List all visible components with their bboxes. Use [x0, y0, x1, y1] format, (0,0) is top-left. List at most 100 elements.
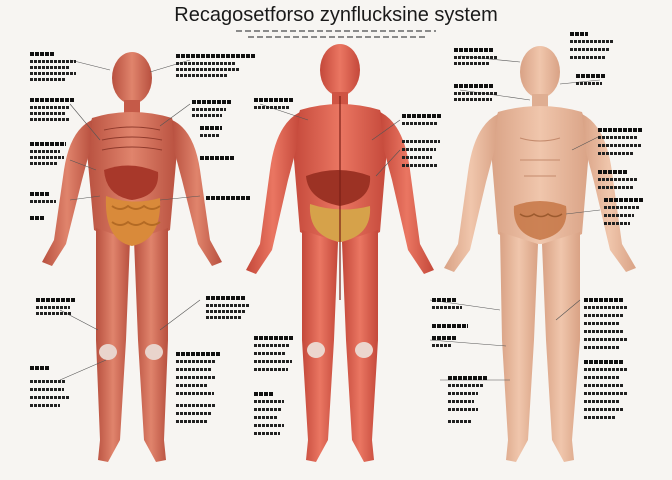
label [176, 368, 212, 371]
label [206, 196, 250, 200]
label [200, 156, 234, 160]
label [576, 74, 606, 78]
label [30, 72, 76, 75]
label [454, 98, 492, 101]
label [432, 344, 452, 347]
label [598, 186, 634, 189]
label [36, 312, 72, 315]
label [200, 134, 220, 137]
label [584, 322, 620, 325]
label [206, 316, 242, 319]
label [30, 112, 66, 115]
label [176, 412, 212, 415]
label [254, 432, 280, 435]
label [254, 368, 288, 371]
label [604, 222, 630, 225]
label [432, 298, 456, 302]
label [30, 162, 58, 165]
label [584, 400, 620, 403]
label [36, 298, 76, 302]
label [176, 404, 216, 407]
label [254, 106, 290, 109]
label [432, 306, 462, 309]
label [30, 78, 66, 81]
label [254, 400, 284, 403]
label [176, 352, 220, 356]
label [604, 198, 644, 202]
label [570, 32, 588, 36]
label [454, 56, 498, 59]
label [30, 98, 74, 102]
label [598, 152, 634, 155]
label [402, 114, 442, 118]
figure-left-muscular [42, 52, 222, 462]
label [254, 344, 290, 347]
label [176, 54, 256, 58]
label [454, 84, 494, 88]
label [448, 400, 474, 403]
label [448, 376, 488, 380]
label [254, 336, 294, 340]
label [176, 384, 208, 387]
label [30, 142, 66, 146]
label [254, 98, 294, 102]
label [30, 396, 70, 399]
label [448, 408, 478, 411]
label [584, 306, 628, 309]
label [454, 48, 494, 52]
label [584, 330, 624, 333]
label [576, 82, 602, 85]
label [30, 106, 70, 109]
label [30, 380, 66, 383]
label [570, 56, 606, 59]
label [176, 74, 228, 77]
label [30, 192, 50, 196]
label [176, 376, 216, 379]
label [584, 298, 624, 302]
label [254, 360, 292, 363]
label [176, 68, 240, 71]
label [206, 310, 246, 313]
label [254, 352, 286, 355]
figure-center-red [246, 44, 434, 462]
label [254, 408, 282, 411]
label [604, 214, 634, 217]
label [176, 420, 208, 423]
label [402, 148, 436, 151]
figure-right-skin [444, 46, 636, 462]
label [584, 360, 624, 364]
label [584, 408, 624, 411]
label [584, 392, 628, 395]
label [454, 62, 490, 65]
label [448, 420, 472, 423]
label [448, 392, 478, 395]
label [584, 416, 616, 419]
label [30, 66, 70, 69]
label [584, 314, 624, 317]
label [402, 156, 432, 159]
label [192, 108, 226, 111]
diagram-title: Recagosetforso zynflucksine system [174, 4, 498, 26]
leader-lines [59, 55, 601, 381]
label [36, 306, 70, 309]
label [584, 346, 620, 349]
label [598, 128, 642, 132]
label [584, 368, 628, 371]
label [584, 338, 628, 341]
label [570, 40, 614, 43]
label [584, 384, 624, 387]
label [200, 126, 222, 130]
subtitle-scribble [236, 30, 436, 32]
label [30, 366, 50, 370]
label [598, 170, 628, 174]
label [254, 392, 274, 396]
label [402, 122, 438, 125]
label [206, 296, 246, 300]
label [176, 360, 216, 363]
subtitle-scribble [248, 36, 428, 38]
label [192, 114, 222, 117]
label [254, 416, 278, 419]
label [30, 216, 44, 220]
label [30, 52, 54, 56]
